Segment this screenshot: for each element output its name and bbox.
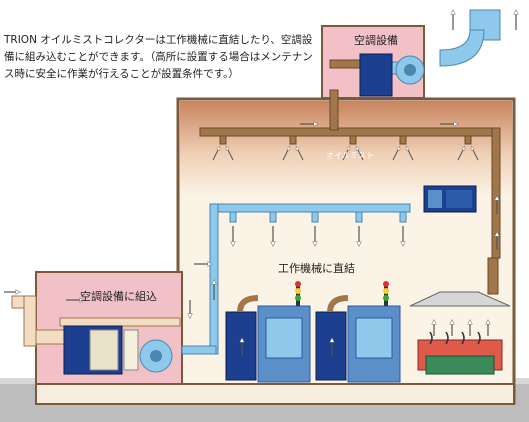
hvac-builtin-label: 空調設備に組込 [80,290,157,303]
wall-collector [423,185,477,213]
builtin-collector [63,325,173,375]
description-text: TRION オイルミストコレクターは工作機械に直結したり、空調設備に組み込むこと… [4,34,313,80]
rooftop-collector [359,53,425,97]
factory-ceiling-haze [180,101,512,196]
factory-floor [35,383,515,405]
direct-to-machine-label: 工作機械に直結 [278,262,355,275]
machine-tool-1 [225,281,311,383]
ceiling-duct [199,59,501,259]
flow-arrows [4,12,516,356]
hvac-rooftop-label: 空調設備 [354,34,398,47]
oil-mist-label: オイルミスト [326,151,374,160]
exhaust-hood [409,257,511,307]
parts-washer [417,331,503,375]
machine-tool-2 [315,281,401,383]
supply-duct [181,203,411,355]
builtin-intake-duct [11,295,181,347]
mist-intake-arrows [212,148,479,161]
